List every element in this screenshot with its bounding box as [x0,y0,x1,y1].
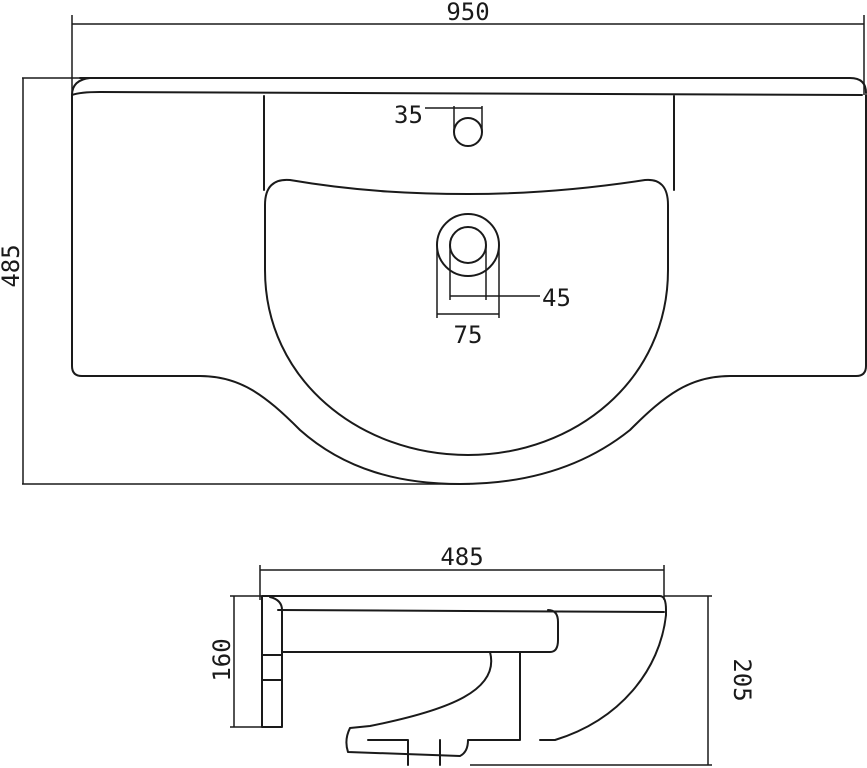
basin-outline [71,77,867,485]
waste-inner-label: 45 [542,284,571,312]
plan-view: 950 485 35 [0,0,867,485]
side-depth-label: 485 [440,543,483,571]
side-rim [277,609,665,613]
side-left-height-dimension: 160 [208,595,275,728]
side-bowl-curve [345,651,521,757]
side-left-height-label: 160 [208,638,236,681]
side-view: 485 160 205 [208,543,756,766]
bowl-outline [264,178,669,456]
depth-dimension: 485 [0,77,470,485]
depth-label: 485 [0,244,25,287]
width-label: 950 [446,0,489,26]
side-right-height-label: 205 [728,658,756,701]
side-waste-outlet [367,739,441,766]
side-depth-dimension: 485 [259,543,665,600]
rim-line [71,91,863,96]
tap-hole: 35 [394,101,483,147]
waste-outer-label: 75 [454,321,483,349]
waste-hole: 45 75 [436,213,571,349]
side-inner-step [281,609,559,653]
tap-hole-label: 35 [394,101,423,129]
width-dimension: 950 [71,0,865,95]
side-profile-outline [261,595,667,741]
side-right-height-dimension: 205 [470,595,756,766]
